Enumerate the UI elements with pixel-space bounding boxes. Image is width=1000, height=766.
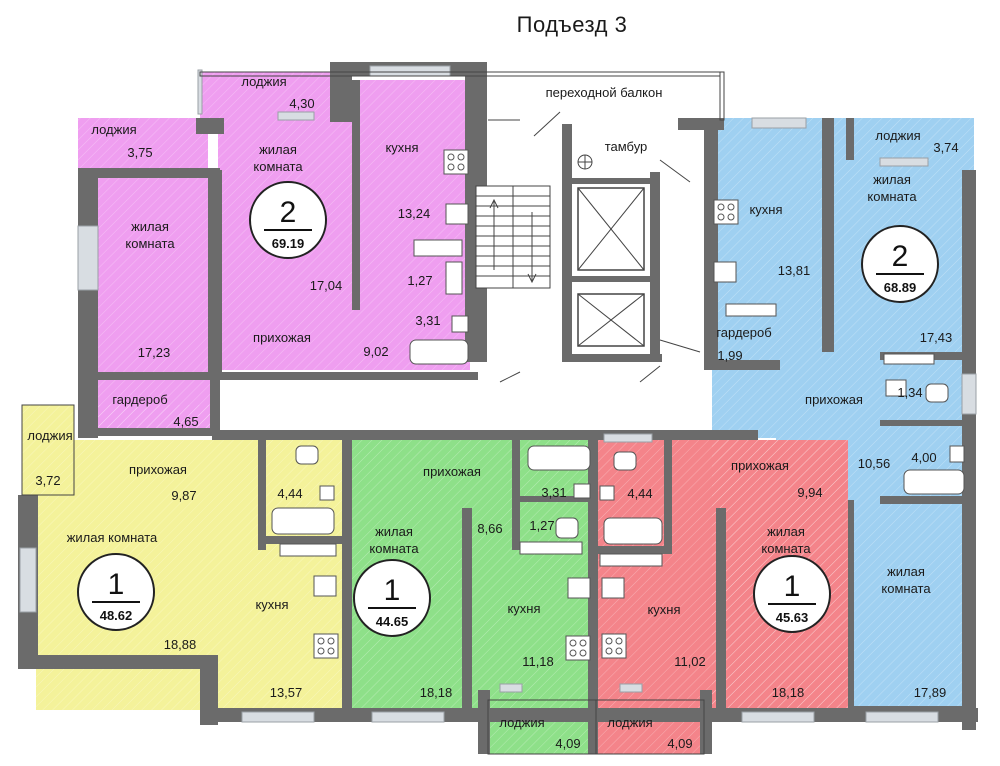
apartment-badge-green[interactable]: 1 44.65 <box>353 559 431 637</box>
living-room-area: 17,89 <box>914 685 947 700</box>
wc-area: 1,34 <box>897 385 922 400</box>
total-area: 48.62 <box>100 608 133 623</box>
loggia-area: 3,74 <box>933 140 958 155</box>
bath-area: 4,44 <box>277 486 302 501</box>
living-room-area: 18,18 <box>772 685 805 700</box>
apartment-badge-red[interactable]: 1 45.63 <box>753 555 831 633</box>
kitchen-area: 13,81 <box>778 263 811 278</box>
living-room-area: 18,88 <box>164 637 197 652</box>
total-area: 69.19 <box>272 236 305 251</box>
loggia-area: 3,75 <box>127 145 152 160</box>
kitchen-area: 13,24 <box>398 206 431 221</box>
loggia-label: лоджия <box>91 122 136 137</box>
kitchen-label: кухня <box>749 202 782 217</box>
loggia-label: лоджия <box>607 715 652 730</box>
doors-core <box>488 111 701 383</box>
closet-area: 1,99 <box>717 348 742 363</box>
hall-label: прихожая <box>731 458 789 473</box>
living-room-area: 17,04 <box>310 278 343 293</box>
apartment-yellow-labels: лоджия 3,72 прихожая 9,87 4,44 жилая ком… <box>27 428 302 700</box>
wc-area: 1,27 <box>529 518 554 533</box>
loggia-area: 3,72 <box>35 473 60 488</box>
elevator-large[interactable] <box>577 187 645 271</box>
rooms-count: 1 <box>108 568 125 601</box>
fixtures <box>271 149 965 661</box>
loggia-area: 4,09 <box>555 736 580 751</box>
kitchen-area: 11,02 <box>674 654 706 669</box>
total-area: 44.65 <box>376 614 409 629</box>
living-room-label: жилая комната <box>67 530 158 545</box>
kitchen-label: кухня <box>255 597 288 612</box>
rooms-count: 2 <box>280 196 297 229</box>
total-area: 45.63 <box>776 610 809 625</box>
kitchen-label: кухня <box>385 140 418 155</box>
windows <box>19 65 977 723</box>
entrance-title: Подъезд 3 <box>517 12 628 37</box>
hall-label: прихожая <box>805 392 863 407</box>
kitchen-label: кухня <box>507 601 540 616</box>
loggia-area: 4,30 <box>289 96 314 111</box>
living-room-area: 17,23 <box>138 345 171 360</box>
wc-area: 1,27 <box>407 273 432 288</box>
hall-area: 9,87 <box>171 488 196 503</box>
living-room-area: 18,18 <box>420 685 453 700</box>
rooms-count: 2 <box>892 240 909 273</box>
rooms-count: 1 <box>784 570 801 603</box>
stairwell[interactable] <box>475 185 551 289</box>
hall-label: прихожая <box>423 464 481 479</box>
loggia-label: лоджия <box>875 128 920 143</box>
loggia-label: лоджия <box>27 428 72 443</box>
bath-area: 4,44 <box>627 486 652 501</box>
vent-icon <box>577 154 593 170</box>
apartment-pink <box>78 72 470 430</box>
hall-area: 10,56 <box>858 456 891 471</box>
living-room-area: 17,43 <box>920 330 953 345</box>
kitchen-area: 11,18 <box>522 654 554 669</box>
rooms-count: 1 <box>384 574 401 607</box>
closet-label: гардероб <box>716 325 771 340</box>
transfer-balcony-label: переходной балкон <box>546 85 663 100</box>
loggia-area: 4,09 <box>667 736 692 751</box>
hall-area: 9,02 <box>363 344 388 359</box>
hall-area: 9,94 <box>797 485 822 500</box>
loggia-label: лоджия <box>241 74 286 89</box>
hall-label: прихожая <box>129 462 187 477</box>
elevator-small[interactable] <box>577 293 645 347</box>
kitchen-area: 13,57 <box>270 685 303 700</box>
kitchen-label: кухня <box>647 602 680 617</box>
apartment-badge-pink[interactable]: 2 69.19 <box>249 181 327 259</box>
bath-area: 4,00 <box>911 450 936 465</box>
loggia-outlines <box>21 71 725 755</box>
apartment-badge-blue[interactable]: 2 68.89 <box>861 225 939 303</box>
loggia-label: лоджия <box>499 715 544 730</box>
hall-area: 8,66 <box>477 521 502 536</box>
vestibule-label: тамбур <box>605 139 648 154</box>
apartment-badge-yellow[interactable]: 1 48.62 <box>77 553 155 631</box>
closet-label: гардероб <box>112 392 167 407</box>
total-area: 68.89 <box>884 280 917 295</box>
bath-area: 3,31 <box>415 313 440 328</box>
hall-label: прихожая <box>253 330 311 345</box>
bath-area: 3,31 <box>541 485 566 500</box>
closet-area: 4,65 <box>173 414 198 429</box>
